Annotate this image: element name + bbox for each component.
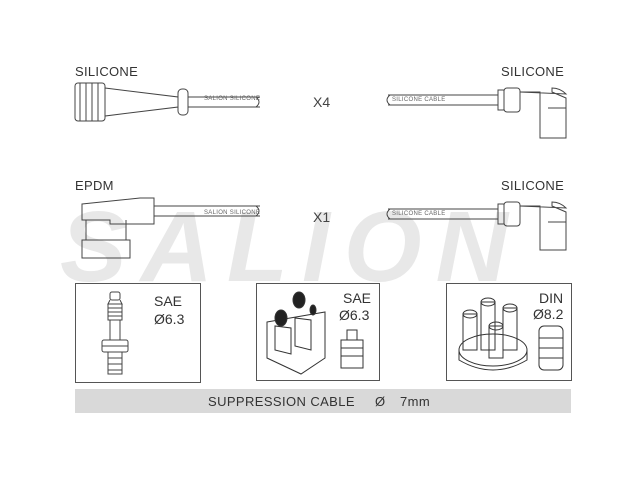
row1-angled-coil-boot-drawing bbox=[386, 87, 568, 139]
terminal-diameter-label: Ø6.3 bbox=[339, 307, 370, 323]
din-distributor-cap-icon bbox=[458, 297, 564, 371]
terminal-box-distributor-sae: SAE Ø6.3 bbox=[256, 283, 380, 381]
row1-straight-plug-boot-drawing bbox=[74, 82, 260, 122]
suppression-cable-band: SUPPRESSION CABLE Ø 7mm bbox=[75, 389, 571, 413]
terminal-standard-label: SAE bbox=[343, 290, 372, 306]
terminal-standard-label: SAE bbox=[154, 293, 183, 309]
row2-quantity: X1 bbox=[313, 209, 331, 225]
row1-right-material-label: SILICONE bbox=[501, 64, 565, 79]
row2-right-cable-print: SILICONE CABLE bbox=[392, 211, 446, 217]
row2-right-material-label: SILICONE bbox=[501, 178, 565, 193]
row2-left-material-label: EPDM bbox=[75, 178, 114, 193]
diameter-symbol: Ø bbox=[375, 394, 386, 409]
distributor-cap-icon bbox=[266, 291, 364, 375]
terminal-standard-label: DIN bbox=[539, 290, 564, 306]
row2-angled-coil-boot-drawing bbox=[386, 201, 568, 251]
terminal-diameter-label: Ø6.3 bbox=[154, 311, 185, 327]
footer-cable-size: 7mm bbox=[400, 394, 431, 409]
terminal-box-spark-plug: SAE Ø6.3 bbox=[75, 283, 201, 383]
row1-left-cable-print: SALION SILICONE bbox=[204, 96, 261, 102]
row1-quantity: X4 bbox=[313, 94, 331, 110]
spark-plug-icon bbox=[101, 291, 129, 375]
terminal-box-distributor-din: DIN Ø8.2 bbox=[446, 283, 572, 381]
row2-left-cable-print: SALION SILICONE bbox=[204, 210, 261, 216]
footer-cable-label: SUPPRESSION CABLE bbox=[208, 394, 355, 409]
row1-left-material-label: SILICONE bbox=[75, 64, 139, 79]
row2-angled-plug-boot-drawing bbox=[81, 197, 260, 259]
row1-right-cable-print: SILICONE CABLE bbox=[392, 97, 446, 103]
terminal-diameter-label: Ø8.2 bbox=[533, 306, 564, 322]
